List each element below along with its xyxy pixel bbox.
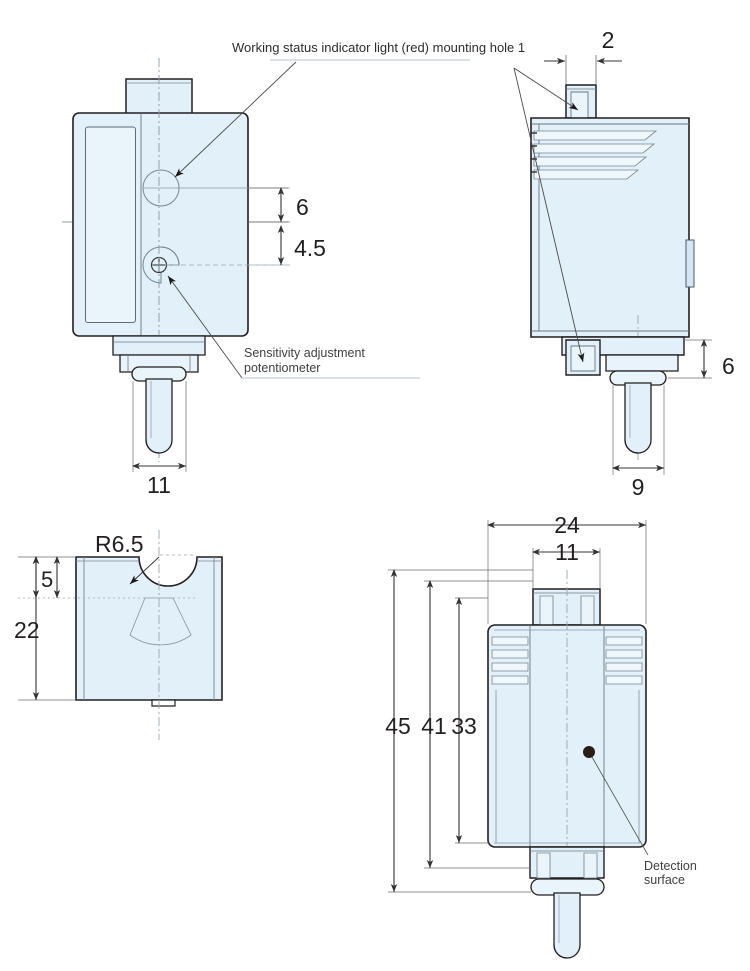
dimension-11-rear: 11 [555, 539, 579, 565]
dimension-45-rear: 45 [385, 713, 411, 739]
potentiometer-note-line1: Sensitivity adjustment [244, 346, 365, 360]
side-fin-2 [533, 143, 656, 154]
potentiometer-outline-top [160, 246, 180, 266]
rear-top-boss-rib-r [580, 595, 595, 626]
dimension-5-bottom: 5 [41, 567, 53, 592]
side-right-tab [685, 239, 695, 288]
bottom-notch [151, 699, 176, 707]
side-cable [624, 382, 652, 454]
rear-collar-rib-l [536, 852, 551, 879]
side-top-boss-inner [570, 91, 589, 119]
indicator-light-note: Working status indicator light (red) mou… [232, 40, 525, 55]
dimension-2-side: 2 [602, 27, 615, 53]
rear-fin-r2 [605, 649, 643, 659]
detection-surface-note-line1: Detection [644, 859, 697, 873]
bottom-beam-cone [129, 597, 192, 646]
bottom-view [18, 530, 223, 740]
front-cable [145, 378, 173, 454]
r65-leader [129, 556, 160, 585]
bottom-body [75, 556, 223, 701]
dimension-33-rear: 33 [451, 713, 477, 739]
rear-fin-r1 [605, 636, 643, 646]
potentiometer-note-leader [167, 275, 243, 379]
front-inner-panel [85, 126, 136, 323]
dimension-41-rear: 41 [421, 713, 447, 739]
annotation-leaders [167, 59, 585, 379]
rear-cable-tip [553, 944, 568, 959]
side-fin-4 [533, 169, 640, 180]
side-fin-1 [533, 130, 658, 141]
mounting-hole-leader-bottom [513, 67, 585, 363]
dimension-4point5-front: 4.5 [294, 235, 326, 261]
dimension-9-side: 9 [632, 474, 645, 500]
dimension-24-rear: 24 [554, 512, 580, 538]
rear-fin-r3 [605, 662, 643, 672]
rear-cable [553, 892, 581, 959]
front-cable-flange [131, 366, 187, 382]
indicator-note-leader-front [174, 61, 297, 178]
side-mount-block-inner [570, 345, 596, 372]
detection-surface-dot [583, 746, 595, 758]
rear-fin-l3 [491, 662, 529, 672]
dimension-r6point5-bottom: R6.5 [95, 531, 144, 557]
rear-collar-rib-r [583, 852, 598, 879]
dimension-11-front: 11 [147, 472, 171, 498]
side-cable-tip [624, 439, 639, 454]
rear-view [388, 520, 649, 960]
potentiometer-note-line2: potentiometer [244, 361, 320, 375]
side-collar-lower [605, 354, 679, 372]
front-cable-tip [145, 439, 160, 454]
dimension-22-bottom: 22 [14, 617, 40, 643]
rear-fin-l2 [491, 649, 529, 659]
detection-surface-leader [591, 756, 649, 856]
rear-top-boss-rib-l [539, 595, 554, 626]
rear-fin-r4 [605, 675, 643, 685]
side-cable-flange [609, 370, 667, 386]
rear-fin-l1 [491, 636, 529, 646]
front-collar-upper [112, 335, 206, 356]
front-view [62, 58, 290, 472]
detection-surface-note-line2: surface [644, 873, 685, 887]
mounting-hole-leader-top [513, 67, 579, 111]
side-fin-3 [533, 156, 648, 167]
dimension-6-side: 6 [722, 353, 735, 379]
rear-fin-l4 [491, 675, 529, 685]
dimension-6-front: 6 [296, 194, 309, 220]
rear-cable-flange [530, 878, 605, 896]
